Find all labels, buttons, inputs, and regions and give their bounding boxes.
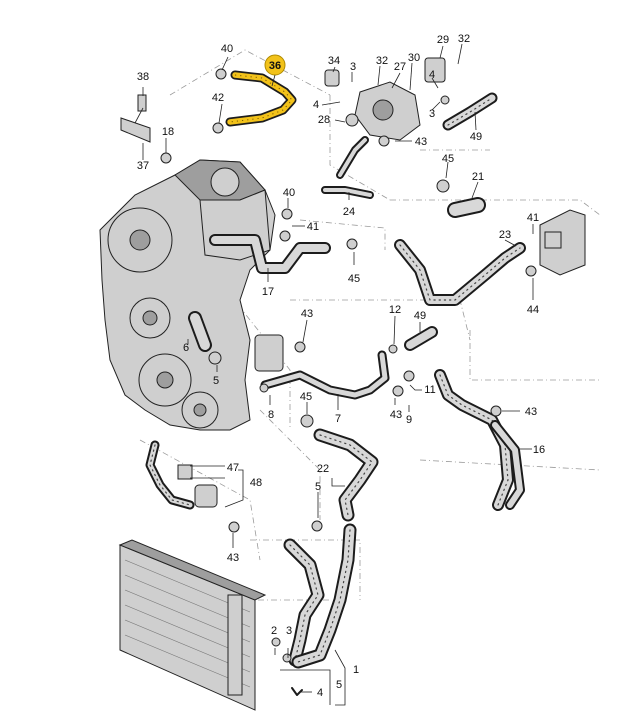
callout-32-mid[interactable]: 32 [376,55,388,67]
callout-30[interactable]: 30 [408,52,420,64]
callout-43-right[interactable]: 43 [525,406,537,418]
coolant-hoses [145,92,526,669]
callout-4-bottom[interactable]: 4 [317,687,323,699]
callout-43-lower[interactable]: 43 [390,409,402,421]
callout-37[interactable]: 37 [137,160,149,172]
callout-4-left[interactable]: 4 [313,99,319,111]
hose-22 [313,428,379,522]
callout-45-left[interactable]: 45 [300,391,312,403]
callout-28[interactable]: 28 [318,114,330,126]
coolant-reservoir [539,209,586,276]
callout-4-top[interactable]: 4 [429,69,435,81]
callout-45-mid[interactable]: 45 [348,273,360,285]
callout-5-bottom[interactable]: 5 [336,679,342,691]
callout-3-bottom[interactable]: 3 [286,625,292,637]
callout-49-mid[interactable]: 49 [414,310,426,322]
callout-6[interactable]: 6 [183,342,189,354]
callout-34[interactable]: 34 [328,55,340,67]
callout-47[interactable]: 47 [227,462,239,474]
callout-12[interactable]: 12 [389,304,401,316]
hose-24 [321,136,374,199]
callout-44[interactable]: 44 [527,304,539,316]
callout-29[interactable]: 29 [437,34,449,46]
coolant-flange-assembly [324,57,450,141]
hose-36-highlighted [225,70,297,127]
callout-11[interactable]: 11 [424,384,435,396]
callout-5-left[interactable]: 5 [213,375,219,387]
pipe-7 [260,350,390,400]
hose-48 [145,440,218,510]
callout-41-mid[interactable]: 41 [307,221,319,233]
callout-2[interactable]: 2 [271,625,277,637]
callout-18[interactable]: 18 [162,126,174,138]
callout-38[interactable]: 38 [137,71,149,83]
callout-9[interactable]: 9 [406,414,412,426]
callout-labels: 40 42 38 18 37 34 3 32 27 30 29 32 4 3 4… [137,33,545,699]
callout-23[interactable]: 23 [499,229,511,241]
callout-3-right[interactable]: 3 [429,108,435,120]
hose-1 [283,523,357,669]
hose-23 [394,239,526,306]
callout-43-mid[interactable]: 43 [301,308,313,320]
callout-32-right[interactable]: 32 [458,33,470,45]
callout-48[interactable]: 48 [250,477,262,489]
callout-21[interactable]: 21 [472,171,484,183]
callout-41-right[interactable]: 41 [527,212,539,224]
hose-21 [447,197,486,218]
hose-49-lower [404,326,438,351]
callout-22[interactable]: 22 [317,463,329,475]
callout-43-left[interactable]: 43 [227,552,239,564]
callout-5-mid[interactable]: 5 [315,481,321,493]
callout-16[interactable]: 16 [533,444,545,456]
hose-16 [434,369,525,511]
callout-17[interactable]: 17 [262,286,274,298]
callout-24[interactable]: 24 [343,206,355,218]
callout-40-mid[interactable]: 40 [283,187,295,199]
callout-43-top[interactable]: 43 [415,136,427,148]
callout-36-label: 36 [269,60,281,72]
radiator [118,539,267,711]
callout-42[interactable]: 42 [212,92,224,104]
hose-49-upper [442,92,498,131]
callout-36-badge[interactable]: 36 [264,54,286,87]
callout-8[interactable]: 8 [268,409,274,421]
leader-lines [134,43,534,706]
callout-49-top[interactable]: 49 [470,131,482,143]
engine-block [99,159,284,431]
callout-40-top[interactable]: 40 [221,43,233,55]
callout-45-right[interactable]: 45 [442,153,454,165]
callout-7[interactable]: 7 [335,413,341,425]
callout-27[interactable]: 27 [394,61,406,73]
hose-17 [209,234,331,274]
callout-1[interactable]: 1 [353,664,359,676]
callout-3-top[interactable]: 3 [350,61,356,73]
